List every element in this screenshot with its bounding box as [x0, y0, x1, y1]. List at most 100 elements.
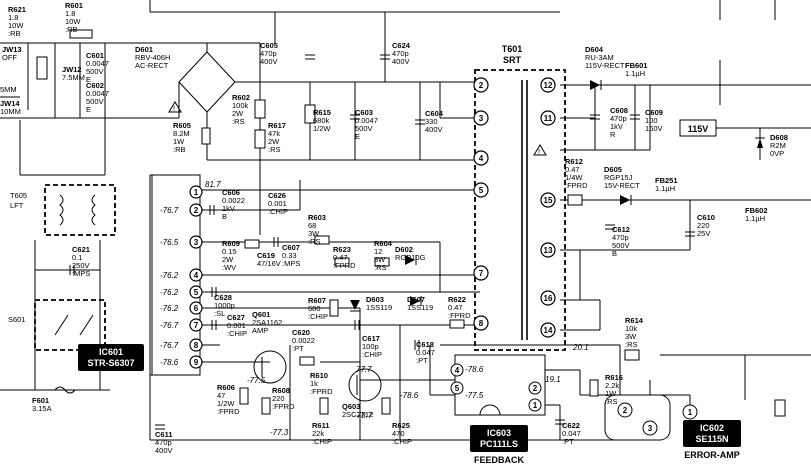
ic601-pin — [189, 285, 203, 299]
t605-name: T605 — [10, 191, 27, 200]
ic601-pin-voltage: -76.7 — [160, 341, 179, 350]
ic602-part: SE115N — [695, 434, 728, 444]
t601-pin-label: 4 — [479, 154, 484, 163]
ic601-pin-voltage: -78.6 — [160, 358, 179, 367]
ic601-pin-voltage: -76.5 — [160, 238, 179, 247]
ic601-name: IC601 — [99, 347, 123, 357]
ic601-pin-label: 7 — [194, 321, 199, 330]
ic601-pin — [189, 185, 203, 199]
ic603-pin-label: 1 — [533, 401, 538, 410]
ic601-pin — [189, 338, 203, 352]
ic601-pin-label: 6 — [194, 304, 199, 313]
ic601-pin-label: 3 — [194, 238, 199, 247]
t601-pin-label: 16 — [544, 294, 553, 303]
ic601-pin — [189, 355, 203, 369]
ic602-tag: IC602 SE115N ERROR-AMP — [683, 420, 741, 460]
t601-pin — [540, 322, 556, 338]
t601-pin — [473, 182, 489, 198]
label-vq603b: -78.7 — [354, 411, 373, 420]
ic601-tag: IC601 STR-S6307 — [78, 344, 144, 371]
t601-pin — [473, 150, 489, 166]
voltage-115v-box: 115V — [679, 119, 717, 137]
t601-pin — [540, 290, 556, 306]
label-vq601: -77.5 — [247, 376, 266, 385]
t601-name: T601 — [502, 44, 523, 54]
ic603-pin — [528, 381, 542, 395]
ic601-pin — [189, 235, 203, 249]
ic601-pin-label: 1 — [194, 188, 199, 197]
transistor-q603 — [348, 368, 382, 402]
t601-pin — [473, 315, 489, 331]
voltage-115v: 115V — [688, 124, 709, 134]
label-jw_left: 5MM — [0, 85, 17, 94]
switch-s601 — [34, 299, 106, 351]
ic601-pin-voltage: -76.2 — [160, 304, 179, 313]
ic601-pin-label: 4 — [194, 271, 199, 280]
label-v201: 20.1 — [572, 343, 589, 352]
t601-pin-label: 14 — [544, 326, 553, 335]
ic601-pins: 181.72-76.73-76.54-76.25-76.26-76.27-76.… — [160, 180, 221, 369]
t601-pin-label: 5 — [479, 186, 484, 195]
ic602-pin-label: 1 — [688, 408, 693, 417]
ic601-pin — [189, 301, 203, 315]
ic603-pin-label: 5 — [455, 384, 460, 393]
ic603-pin — [450, 363, 464, 377]
ic602-pin-label: 3 — [648, 424, 653, 433]
t601-pin — [473, 265, 489, 281]
ic601-pin-label: 2 — [194, 206, 199, 215]
label-vq601e: -77.3 — [270, 428, 289, 437]
label-vq603: 77.7 — [356, 365, 372, 374]
t601-pin — [540, 77, 556, 93]
t601-pin-label: 2 — [479, 81, 484, 90]
ic601-pin-label: 9 — [194, 358, 199, 367]
ic603-voltage: -78.6 — [465, 365, 484, 374]
t605-type: LFT — [10, 201, 24, 210]
capacitors — [69, 54, 695, 430]
resistors — [36, 29, 786, 417]
ic603-name: IC603 — [487, 428, 511, 438]
diodes — [350, 80, 765, 312]
ic601-pin — [189, 318, 203, 332]
